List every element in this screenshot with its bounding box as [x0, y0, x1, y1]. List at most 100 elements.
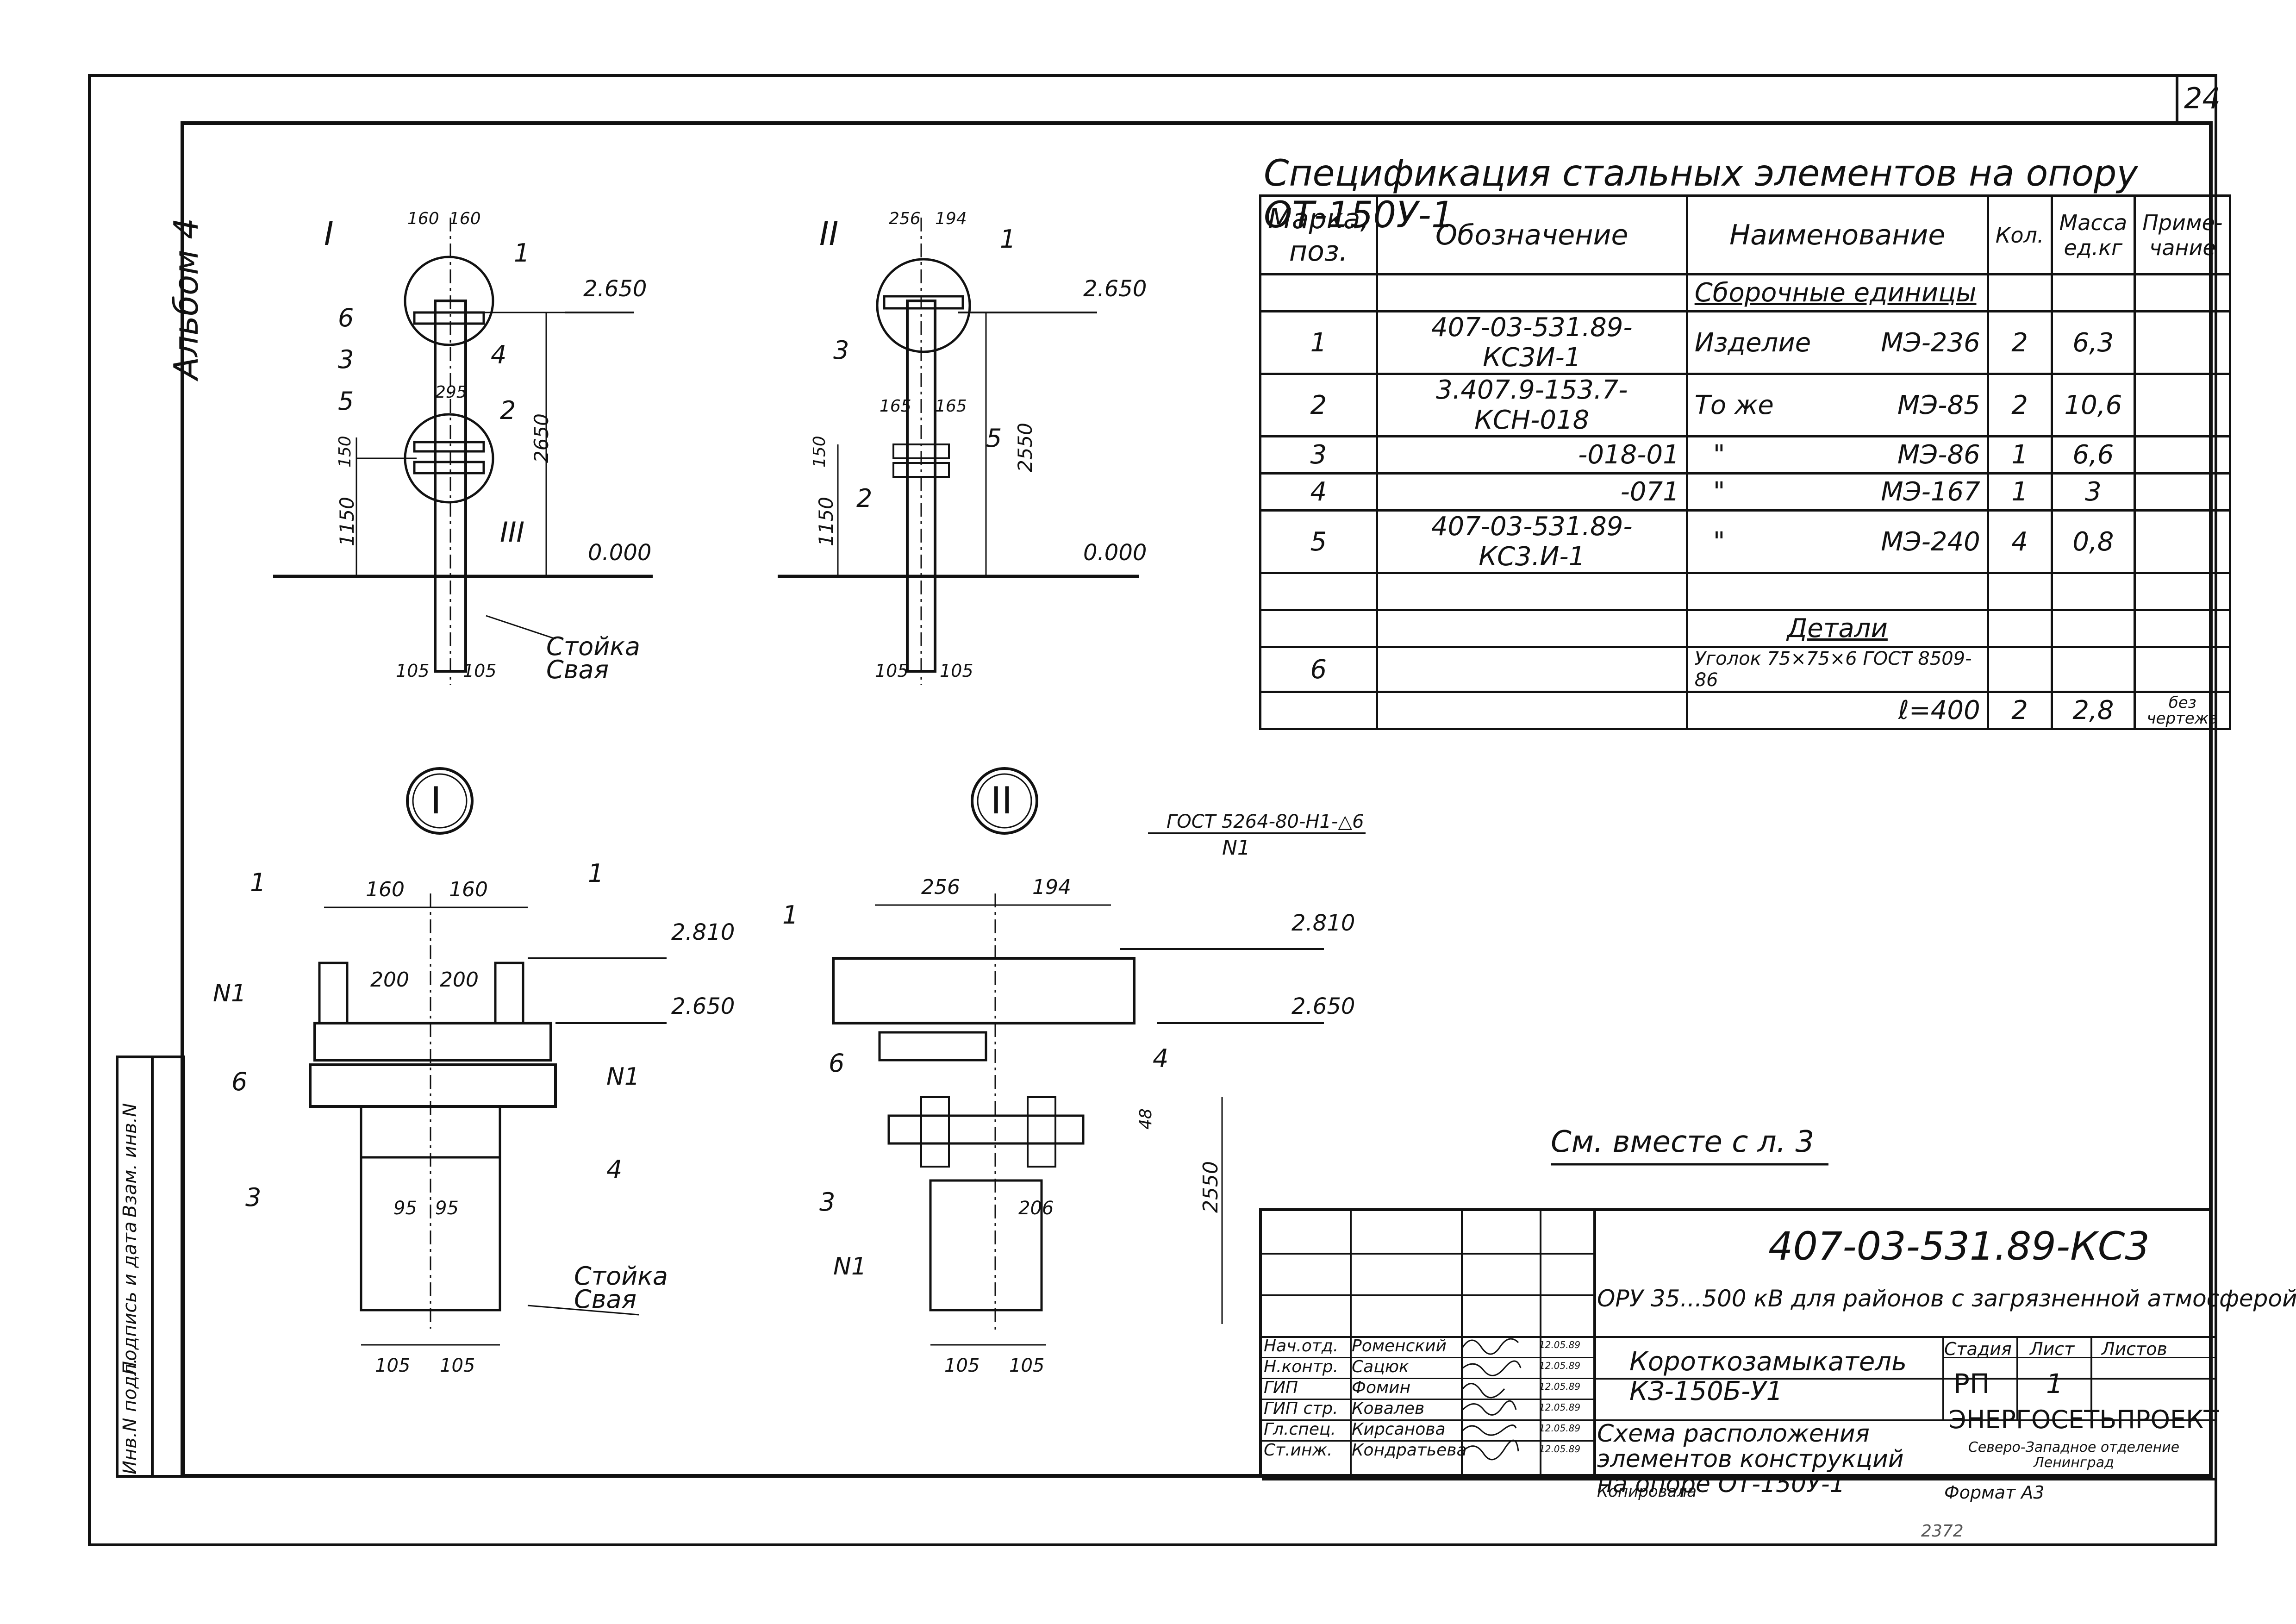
dim-105-e: 105: [375, 1355, 411, 1376]
tb-line: [1262, 1336, 2215, 1338]
spec-name-a: ": [1713, 526, 1725, 557]
spec-detail-pos: 6: [1259, 646, 1378, 693]
pos-2-b: 2: [856, 484, 873, 513]
tb-code: 407-03-531.89-КС3: [1768, 1224, 2150, 1269]
tb-sheet-label: Лист: [2030, 1339, 2075, 1359]
dim-165-b: 165: [935, 397, 967, 416]
label-svaya-a: Свая: [546, 655, 609, 684]
detail-mark-1: I: [430, 779, 442, 822]
dim-206: 206: [1018, 1198, 1054, 1219]
tb-line: [1262, 1378, 1595, 1379]
spec-detail-row: 6 Уголок 75×75×6 ГОСТ 8509-86: [1259, 646, 2232, 693]
spec-cell: [1259, 609, 1378, 648]
staff-name-4: Кирсанова: [1352, 1420, 1446, 1439]
spec-cell: [1375, 609, 1688, 648]
spec-detail-note: без чертежа: [2134, 691, 2232, 730]
spec-qty: 1: [1986, 472, 2053, 512]
label-stoyka-b: Стойка: [574, 1262, 668, 1291]
label-n1-b: N1: [606, 1063, 640, 1091]
staff-date-2: 12.05.89: [1539, 1381, 1581, 1392]
spec-table: Марка, поз. Обозначение Наименование Кол…: [1259, 194, 2232, 730]
spec-name-a: То же: [1694, 390, 1774, 420]
pos-1-a: 1: [514, 238, 530, 268]
spec-cell: [2134, 273, 2232, 312]
signature-3: [1462, 1400, 1517, 1416]
spec-name-b: МЭ-86: [1897, 440, 1980, 470]
spec-cell: [1986, 273, 2053, 312]
staff-role-0: Нач.отд.: [1264, 1337, 1339, 1355]
spec-note: [2134, 435, 2232, 475]
spec-mass: 0,8: [2050, 509, 2136, 574]
spec-col-qty: Кол.: [1986, 194, 2053, 275]
spec-cell: [2134, 572, 2232, 611]
spec-qty: 4: [1986, 509, 2053, 574]
staff-role-3: ГИП стр.: [1264, 1399, 1338, 1418]
elev-2650-b: 2.650: [1083, 276, 1147, 302]
signature-4: [1462, 1424, 1517, 1436]
elev-2650-c: 2.650: [671, 993, 735, 1019]
tb-line: [1540, 1211, 1541, 1480]
label-n1-c: N1: [833, 1253, 867, 1280]
spec-note: [2134, 472, 2232, 512]
spec-cell: [2050, 572, 2136, 611]
tb-org: ЭНЕРГОСЕТЬПРОЕКТ: [1949, 1405, 2219, 1434]
spec-detail-length: ℓ=400: [1685, 691, 1989, 730]
signature-2: [1462, 1383, 1505, 1399]
dim-105-h: 105: [1009, 1355, 1045, 1376]
pos-4-a: 4: [491, 340, 507, 369]
dim-295: 295: [435, 383, 467, 402]
staff-date-1: 12.05.89: [1539, 1360, 1581, 1371]
spec-cell: [2050, 273, 2136, 312]
tb-line: [1942, 1336, 1944, 1419]
spec-pos: 4: [1259, 472, 1378, 512]
dim-160-c: 160: [366, 878, 405, 901]
dim-105-g: 105: [944, 1355, 980, 1376]
dim-200-b: 200: [440, 968, 479, 992]
pos-1-e: 1: [782, 900, 799, 930]
pos-6-a: 6: [338, 303, 354, 332]
spec-pos: 1: [1259, 310, 1378, 375]
detail-view-2: [832, 767, 1366, 1346]
elev-2650-d: 2.650: [1292, 993, 1355, 1019]
dim-256-b: 256: [921, 875, 960, 899]
spec-name-b: МЭ-85: [1897, 390, 1980, 420]
dim-95-b: 95: [435, 1198, 459, 1219]
spec-header-row: Марка, поз. Обозначение Наименование Кол…: [1259, 194, 2232, 275]
tb-line: [1262, 1440, 1595, 1442]
spec-mass: 6,6: [2050, 435, 2136, 475]
spec-section-assembly: Сборочные единицы: [1685, 273, 1989, 312]
elev-0000-a: 0.000: [588, 540, 652, 566]
spec-note: [2134, 509, 2232, 574]
staff-role-5: Ст.инж.: [1264, 1441, 1333, 1460]
tb-line: [2090, 1336, 2092, 1419]
spec-qty: 2: [1986, 373, 2053, 437]
tb-line: [1461, 1211, 1463, 1480]
staff-role-4: Гл.спец.: [1264, 1420, 1336, 1439]
staff-name-3: Ковалев: [1352, 1399, 1425, 1418]
spec-section-row: Сборочные единицы: [1259, 273, 2232, 312]
staff-name-5: Кондратьева: [1352, 1441, 1467, 1460]
dim-256-a: 256: [889, 209, 921, 228]
spec-col-note: Приме-чание: [2134, 194, 2232, 275]
detail-mark-2: II: [991, 779, 1013, 822]
dim-105-c: 105: [875, 661, 909, 681]
tb-line: [1593, 1211, 1596, 1480]
spec-cell: [1986, 646, 2053, 693]
elevation-view-2: [778, 218, 1139, 685]
spec-name-b: МЭ-236: [1881, 327, 1980, 358]
spec-qty: 2: [1986, 310, 2053, 375]
sheet-number: 24: [2184, 81, 2221, 115]
elev-2650-a: 2.650: [583, 276, 647, 302]
tb-line: [1262, 1399, 1595, 1400]
pos-6-c: 6: [829, 1049, 845, 1078]
spec-cell: [1986, 609, 2053, 648]
spec-cell: [1259, 273, 1378, 312]
staff-role-2: ГИП: [1264, 1378, 1298, 1397]
spec-name: "МЭ-167: [1685, 472, 1989, 512]
spec-detail-qty: 2: [1986, 691, 2053, 730]
spec-cell: [1259, 691, 1378, 730]
spec-note: [2134, 310, 2232, 375]
spec-col-pos: Марка, поз.: [1259, 194, 1378, 275]
